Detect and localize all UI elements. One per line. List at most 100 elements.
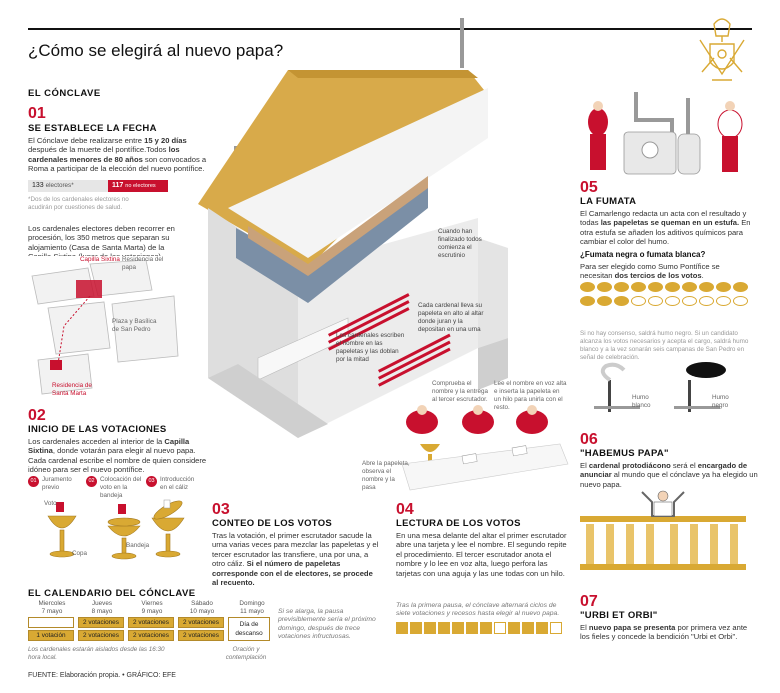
- scrutineer-1-note: Abre la papeleta, observa el nombre y la…: [362, 460, 410, 491]
- calendar-isolation-note: Los cardenales estarán aislados desde la…: [28, 646, 165, 661]
- vote-coin: [716, 296, 731, 306]
- step-7-text: El nuevo papa se presenta por primera ve…: [580, 623, 748, 642]
- vote-coin: [648, 296, 663, 306]
- calendar-cycle-note: Tras la primera pausa, el cónclave alter…: [396, 602, 560, 618]
- calendar-cell-wed-2: 1 votación: [28, 630, 74, 641]
- map-label-residence: Residencia del papa: [122, 256, 164, 271]
- calendar-sunday-note: Oración y contemplación: [225, 646, 267, 661]
- label-copa: Copa: [72, 550, 88, 557]
- scrutineer-2-note: Comprueba el nombre y la entrega al terc…: [432, 380, 489, 403]
- vote-coin: [597, 282, 612, 292]
- step-2-number: 02: [28, 407, 46, 424]
- map-label-santa-marta: Residencia de Santa Marta: [52, 382, 92, 397]
- vatican-map: [28, 256, 180, 398]
- step-1-text: El Cónclave debe realizarse entre 15 y 2…: [28, 136, 207, 174]
- calendar-section-title: EL CALENDARIO DEL CÓNCLAVE: [28, 588, 196, 599]
- electors-footnote: *Dos de los cardenales electores no acud…: [28, 196, 129, 211]
- step-6-heading: "HABEMUS PAPA": [580, 448, 669, 459]
- vote-cycle-square: [424, 622, 436, 634]
- vote-cycle-square: [480, 622, 492, 634]
- white-smoke-label: Humo blanco: [632, 394, 651, 409]
- vote-coin: [733, 296, 748, 306]
- sub-step-1-label: Juramento previo: [42, 476, 72, 491]
- step-1-heading: SE ESTABLECE LA FECHA: [28, 123, 157, 134]
- vote-cycle-square: [452, 622, 464, 634]
- vote-cycle-square: [508, 622, 520, 634]
- chapel-label-altar: Cada cardenal lleva su papeleta en alto …: [418, 302, 484, 333]
- top-rule: [28, 28, 752, 30]
- vote-cycle-square: [410, 622, 422, 634]
- calendar-cell-fri-2: 2 votaciones: [128, 630, 174, 641]
- calendar-pause-note: Si se alarga, la pausa previsiblemente s…: [278, 608, 376, 641]
- balcony-illustration: [580, 490, 746, 570]
- step-5-heading: LA FUMATA: [580, 196, 637, 207]
- step-7-heading: "URBI ET ORBI": [580, 610, 658, 621]
- vote-cycle-square: [536, 622, 548, 634]
- vote-coin: [614, 296, 629, 306]
- map-label-plaza: Plaza y Basílica de San Pedro: [112, 318, 157, 333]
- black-smoke-label: Humo negro: [712, 394, 729, 409]
- footer-source: FUENTE: Elaboración propia. • GRÁFICO: E…: [28, 672, 176, 679]
- label-voto: Voto: [44, 500, 57, 507]
- vote-cycle-square: [466, 622, 478, 634]
- step-6-text: El cardenal protodiácono será el encarga…: [580, 461, 758, 489]
- calendar-cell-sat-1: 2 votaciones: [178, 617, 224, 628]
- step-7-number: 07: [580, 593, 598, 610]
- vote-coin: [682, 282, 697, 292]
- calendar-cell-thu-2: 2 votaciones: [78, 630, 124, 641]
- vote-coin: [597, 296, 612, 306]
- vote-coin: [733, 282, 748, 292]
- fumata-requirement: Para ser elegido como Sumo Pontífice se …: [580, 262, 720, 281]
- step-3-number: 03: [212, 501, 230, 518]
- smoke-chimneys-illustration: [594, 362, 726, 412]
- vote-cycle-square: [396, 622, 408, 634]
- vote-coin: [648, 282, 663, 292]
- conclave-section-title: EL CÓNCLAVE: [28, 88, 101, 99]
- vote-cycle-square: [550, 622, 562, 634]
- calendar-rest-day: Día de descanso: [228, 617, 270, 641]
- vote-coin: [631, 296, 646, 306]
- step-6-number: 06: [580, 431, 598, 448]
- sub-step-1-badge: 01: [28, 476, 39, 487]
- sistine-chapel-illustration: [198, 18, 508, 438]
- votes-needed-grid: [580, 282, 752, 320]
- electors-bar: 133 electores*: [28, 180, 118, 192]
- scrutineers-illustration: [401, 405, 569, 491]
- step-3-text: Tras la votación, el primer escrutador s…: [212, 531, 379, 588]
- ballot-chalice-illustration: [47, 499, 185, 560]
- vote-coin: [699, 282, 714, 292]
- vote-coin: [699, 296, 714, 306]
- fumata-explanation: Si no hay consenso, saldrá humo negro. S…: [580, 330, 749, 361]
- scrutineer-3-note: Lee el nombre en voz alta e inserta la p…: [494, 380, 567, 411]
- vote-coin: [665, 282, 680, 292]
- non-electors-bar: 117 no electores: [108, 180, 168, 192]
- vote-coin: [580, 296, 595, 306]
- vote-cycle-row: [396, 622, 566, 636]
- step-4-text: En una mesa delante del altar el primer …: [396, 531, 567, 578]
- map-label-sistina: Capilla Sixtina: [80, 256, 120, 263]
- step-1-number: 01: [28, 105, 46, 122]
- vote-coin: [580, 282, 595, 292]
- step-4-heading: LECTURA DE LOS VOTOS: [396, 518, 521, 529]
- calendar-cell-thu-1: 2 votaciones: [78, 617, 124, 628]
- sub-step-2-label: Colocación del voto en la bandeja: [100, 476, 142, 499]
- calendar-cell-sat-2: 2 votaciones: [178, 630, 224, 641]
- sub-step-2-badge: 02: [86, 476, 97, 487]
- vote-cycle-square: [438, 622, 450, 634]
- step-4-number: 04: [396, 501, 414, 518]
- step-5-number: 05: [580, 179, 598, 196]
- sub-step-3-label: Introducción en el cáliz: [160, 476, 195, 491]
- vote-coin: [665, 296, 680, 306]
- fumata-question: ¿Fumata negra o fumata blanca?: [580, 250, 706, 259]
- label-bandeja: Bandeja: [126, 542, 150, 549]
- vote-coin: [682, 296, 697, 306]
- calendar-cell-wed-empty: [28, 617, 74, 628]
- vote-cycle-square: [494, 622, 506, 634]
- calendar-cell-fri-1: 2 votaciones: [128, 617, 174, 628]
- step-3-heading: CONTEO DE LOS VOTOS: [212, 518, 333, 529]
